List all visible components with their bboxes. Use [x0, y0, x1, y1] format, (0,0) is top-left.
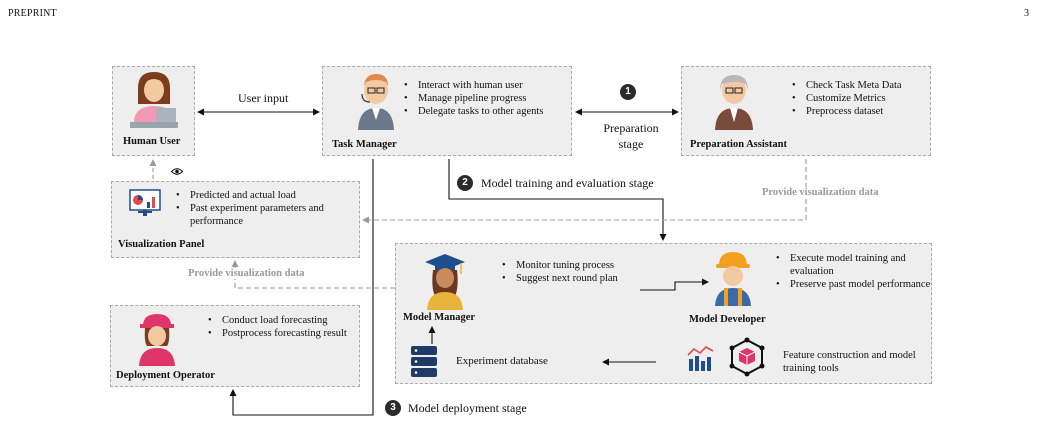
stage-3-badge: 3 [385, 400, 401, 416]
model-manager-label: Model Manager [403, 312, 476, 323]
model-manager-bullet: Suggest next round plan [500, 272, 630, 285]
stage-2-badge: 2 [457, 175, 473, 191]
model-developer-bullet: Execute model training and evaluation [774, 252, 932, 278]
task-manager-bullet: Manage pipeline progress [402, 92, 572, 105]
preparation-bullet: Check Task Meta Data [790, 79, 930, 92]
provide-visualization-label-2: Provide visualization data [187, 268, 306, 279]
model-manager-bullets: Monitor tuning process Suggest next roun… [500, 259, 630, 285]
deployment-bullet: Conduct load forecasting [206, 314, 360, 327]
deployment-operator-label: Deployment Operator [116, 370, 215, 381]
model-developer-bullets: Execute model training and evaluation Pr… [774, 252, 932, 291]
preparation-stage-label: Preparation stage [603, 121, 659, 151]
deployment-operator-bullets: Conduct load forecasting Postprocess for… [206, 314, 360, 340]
user-input-label: User input [238, 91, 289, 105]
deployment-operator-icon [139, 314, 175, 366]
eye-icon [171, 168, 183, 175]
tools-label: Feature construction and model training … [783, 350, 916, 374]
training-stage-label: Model training and evaluation stage [481, 176, 654, 190]
manager-to-developer-arrow [640, 278, 709, 291]
visualization-panel-label: Visualization Panel [118, 239, 205, 250]
preparation-assistant-bullets: Check Task Meta Data Customize Metrics P… [790, 79, 930, 118]
model-cube-icon [729, 337, 765, 377]
visualization-chart-icon [129, 189, 161, 216]
task-manager-bullet: Delegate tasks to other agents [402, 105, 572, 118]
model-manager-icon [425, 254, 465, 310]
preparation-assistant-label: Preparation Assistant [690, 139, 787, 150]
deployment-stage-label: Model deployment stage [408, 401, 527, 415]
prep-visualization-arrow [362, 159, 807, 224]
model-developer-label: Model Developer [689, 314, 766, 325]
visualization-bullet: Past experiment parameters and performan… [174, 202, 359, 228]
human-user-icon [130, 72, 178, 128]
deployment-stage-arrow [229, 159, 374, 416]
analytics-icon [687, 346, 714, 371]
preparation-bullet: Preprocess dataset [790, 105, 930, 118]
task-manager-label: Task Manager [332, 139, 397, 150]
model-developer-icon [715, 252, 751, 306]
deployment-bullet: Postprocess forecasting result [206, 327, 360, 340]
task-manager-bullets: Interact with human user Manage pipeline… [402, 79, 572, 118]
task-manager-icon [358, 74, 394, 130]
header-left: PREPRINT [8, 8, 57, 19]
database-icon [411, 346, 437, 377]
experiment-database-label: Experiment database [456, 355, 548, 367]
visualization-bullets: Predicted and actual load Past experimen… [174, 189, 359, 228]
stage-1-badge: 1 [620, 84, 636, 100]
provide-visualization-label-1: Provide visualization data [761, 187, 880, 198]
page-number: 3 [1024, 8, 1030, 19]
preparation-bullet: Customize Metrics [790, 92, 930, 105]
training-stage-arrow [448, 159, 667, 241]
model-manager-bullet: Monitor tuning process [500, 259, 630, 272]
preparation-assistant-icon [715, 75, 753, 130]
task-manager-bullet: Interact with human user [402, 79, 572, 92]
visualization-bullet: Predicted and actual load [174, 189, 359, 202]
model-developer-bullet: Preserve past model performance [774, 278, 932, 291]
human-user-label: Human User [123, 136, 181, 147]
